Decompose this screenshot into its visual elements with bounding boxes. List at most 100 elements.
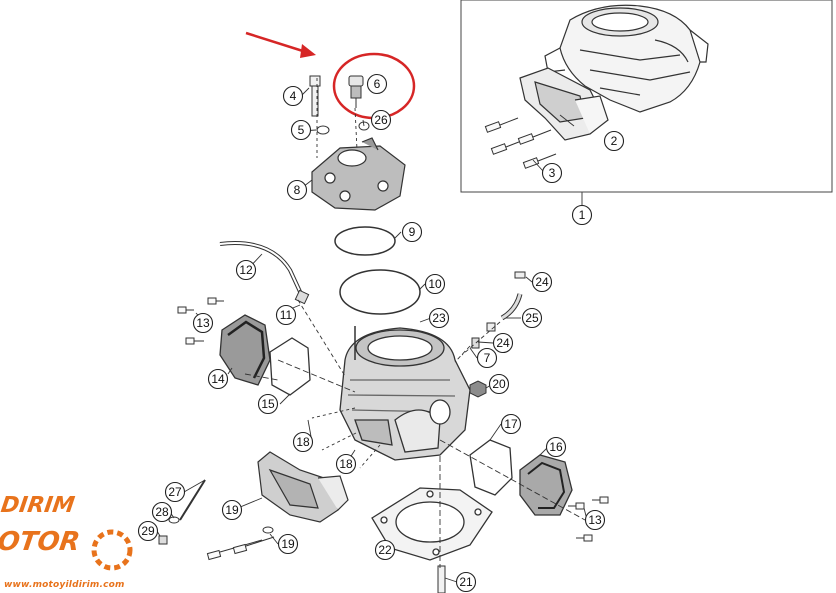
callout-circle bbox=[488, 373, 510, 395]
callout-16: 16 bbox=[545, 436, 567, 458]
callout-label: 22 bbox=[378, 543, 392, 557]
watermark-url: www.motoyildirim.com bbox=[4, 580, 125, 590]
callout-circle bbox=[207, 368, 229, 390]
callout-group: 1234567891011121313141516171818191920212… bbox=[137, 73, 625, 593]
part-13-screws-left bbox=[177, 297, 224, 345]
part-19-bolts bbox=[206, 526, 275, 561]
callout-circle bbox=[277, 533, 299, 555]
callout-circle bbox=[366, 73, 388, 95]
part-27-28-29-valve-parts bbox=[158, 479, 206, 545]
callout-label: 5 bbox=[298, 123, 305, 137]
callout-label: 25 bbox=[525, 311, 539, 325]
callout-label: 24 bbox=[535, 275, 549, 289]
callout-17: 17 bbox=[500, 413, 522, 435]
part-21-stud bbox=[437, 565, 446, 593]
callout-20: 20 bbox=[488, 373, 510, 395]
part-5-washer bbox=[316, 125, 330, 135]
callout-13: 13 bbox=[192, 312, 214, 334]
callout-label: 16 bbox=[549, 440, 563, 454]
callout-22: 22 bbox=[374, 539, 396, 561]
callout-28: 28 bbox=[151, 501, 173, 523]
callout-label: 8 bbox=[294, 183, 301, 197]
callout-24: 24 bbox=[492, 332, 514, 354]
callout-24: 24 bbox=[531, 271, 553, 293]
callout-label: 7 bbox=[484, 351, 491, 365]
part-9-o-ring bbox=[334, 226, 396, 256]
part-7-nipple bbox=[471, 337, 480, 349]
callout-circle bbox=[500, 413, 522, 435]
callout-label: 19 bbox=[225, 503, 239, 517]
callout-label: 18 bbox=[339, 457, 353, 471]
part-13-screws-right bbox=[568, 496, 609, 542]
callout-circle bbox=[164, 481, 186, 503]
callout-19: 19 bbox=[277, 533, 299, 555]
callout-circle bbox=[428, 307, 450, 329]
callout-circle bbox=[221, 499, 243, 521]
leader-lines bbox=[156, 78, 588, 583]
part-19-exhaust-flange bbox=[257, 451, 349, 523]
part-22-base-gasket bbox=[371, 487, 493, 561]
callout-circle bbox=[424, 273, 446, 295]
watermark-logo: YILDIRIM MOTOR bbox=[0, 492, 133, 571]
callout-25: 25 bbox=[521, 307, 543, 329]
callout-circle bbox=[603, 130, 625, 152]
callout-10: 10 bbox=[424, 273, 446, 295]
callout-circle bbox=[531, 271, 553, 293]
callout-circle bbox=[374, 539, 396, 561]
watermark-line1: YILDIRIM bbox=[0, 492, 76, 518]
callout-circle bbox=[282, 85, 304, 107]
callout-18: 18 bbox=[335, 453, 357, 475]
part-17-gasket bbox=[469, 439, 513, 496]
callout-label: 3 bbox=[549, 166, 556, 180]
part-14-cover bbox=[219, 314, 271, 386]
part-6-sensor bbox=[348, 75, 364, 108]
callout-label: 11 bbox=[280, 308, 293, 322]
callout-circle bbox=[275, 304, 297, 326]
callout-label: 17 bbox=[504, 417, 518, 431]
part-cylinder-main bbox=[339, 327, 471, 461]
callout-23: 23 bbox=[428, 307, 450, 329]
callout-label: 21 bbox=[459, 575, 473, 589]
callout-21: 21 bbox=[455, 571, 477, 593]
callout-label: 27 bbox=[168, 485, 182, 499]
callout-label: 9 bbox=[409, 225, 416, 239]
part-8-cylinder-head bbox=[311, 137, 406, 211]
part-15-gasket bbox=[269, 337, 311, 396]
part-4-bolt bbox=[309, 75, 321, 117]
part-20-nut bbox=[469, 380, 487, 398]
callout-label: 10 bbox=[428, 277, 442, 291]
inset-box bbox=[460, 0, 833, 206]
callout-29: 29 bbox=[137, 520, 159, 542]
callout-label: 13 bbox=[196, 316, 210, 330]
callout-27: 27 bbox=[164, 481, 186, 503]
callout-circle bbox=[151, 501, 173, 523]
callout-circle bbox=[192, 312, 214, 334]
callout-label: 23 bbox=[432, 311, 446, 325]
inset-bolts bbox=[484, 117, 557, 169]
part-10-o-ring bbox=[339, 269, 421, 315]
callout-18: 18 bbox=[292, 431, 314, 453]
callout-label: 12 bbox=[239, 263, 253, 277]
callout-26: 26 bbox=[370, 109, 392, 131]
callout-2: 2 bbox=[603, 130, 625, 152]
callout-label: 13 bbox=[588, 513, 602, 527]
callout-label: 29 bbox=[141, 524, 155, 538]
callout-circle bbox=[286, 179, 308, 201]
callout-label: 26 bbox=[374, 113, 388, 127]
callout-19: 19 bbox=[221, 499, 243, 521]
callout-6: 6 bbox=[366, 73, 388, 95]
callout-circle bbox=[257, 393, 279, 415]
inset-exhaust-flange bbox=[519, 67, 609, 141]
callout-9: 9 bbox=[401, 221, 423, 243]
callout-label: 15 bbox=[261, 397, 275, 411]
callout-circle bbox=[335, 453, 357, 475]
callout-label: 1 bbox=[579, 208, 586, 222]
callout-circle bbox=[370, 109, 392, 131]
part-25-hose bbox=[500, 293, 523, 321]
part-16-cover bbox=[519, 454, 573, 516]
callout-label: 24 bbox=[496, 336, 510, 350]
callout-1: 1 bbox=[571, 204, 593, 226]
callout-circle bbox=[476, 347, 498, 369]
callout-label: 14 bbox=[211, 372, 225, 386]
callout-circle bbox=[541, 162, 563, 184]
